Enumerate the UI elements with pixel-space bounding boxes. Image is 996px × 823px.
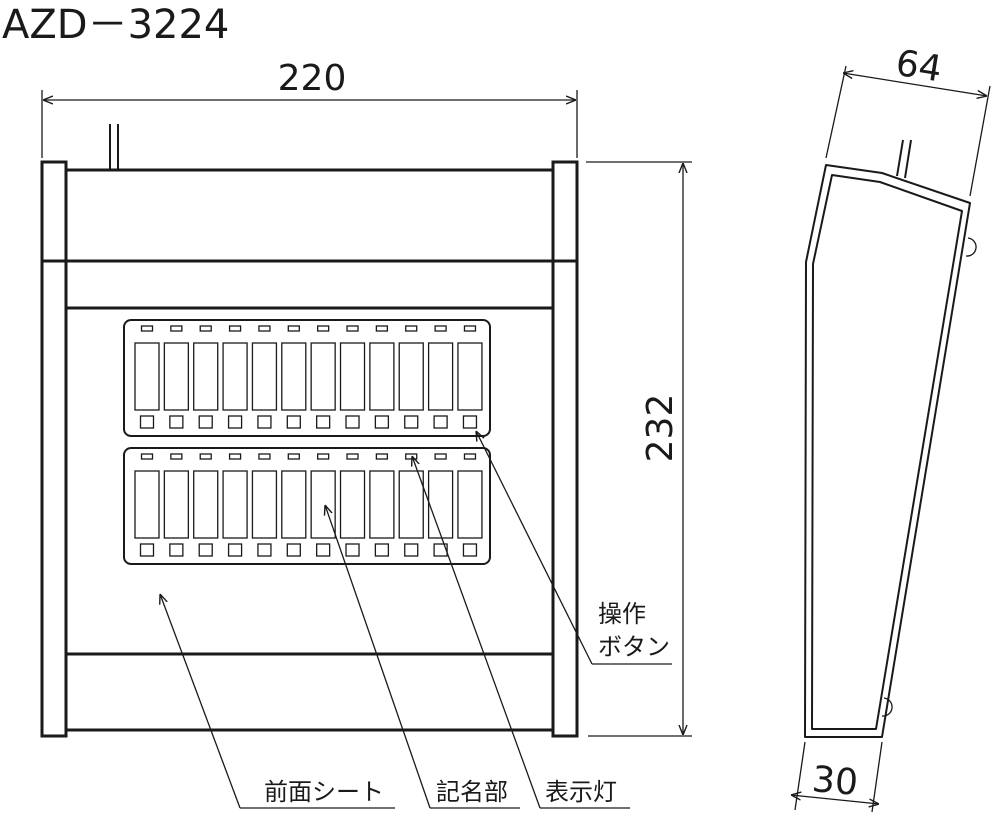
indicator-lamp — [287, 325, 300, 332]
indicator-lamp — [346, 325, 359, 332]
label-operation-button-1: 操作 — [598, 600, 646, 628]
name-slot — [457, 470, 483, 539]
callout-name-area: 記名部 — [325, 505, 520, 809]
label-front-sheet: 前面シート — [264, 778, 384, 806]
operation-button — [139, 415, 155, 429]
indicator-lamp — [258, 453, 271, 460]
indicator-lamp — [140, 453, 154, 460]
height-value: 232 — [640, 394, 681, 463]
name-slot — [310, 470, 336, 539]
name-slot — [281, 470, 307, 539]
operation-button — [345, 415, 360, 429]
indicator-lamp — [375, 453, 389, 460]
height-dimension: 232 — [586, 161, 692, 737]
operation-button — [404, 415, 419, 429]
name-slot — [281, 342, 307, 411]
operation-button — [227, 543, 243, 557]
operation-button — [198, 415, 213, 429]
callout-indicator-lamp: 表示灯 — [412, 456, 630, 809]
operation-button — [374, 415, 390, 429]
operation-button — [227, 415, 243, 429]
name-slot — [251, 342, 278, 411]
indicator-lamp — [199, 453, 212, 460]
operation-button — [257, 415, 272, 429]
indicator-lamp — [317, 325, 330, 332]
indicator-lamp — [199, 325, 212, 332]
name-slot — [369, 342, 395, 411]
name-slot — [222, 342, 248, 411]
operation-button — [433, 415, 448, 429]
operation-button — [462, 415, 478, 429]
name-slot — [427, 470, 454, 539]
indicator-lamp — [463, 453, 477, 460]
label-operation-button-2: ボタン — [598, 633, 670, 661]
side-view — [804, 139, 977, 738]
indicator-lamp — [287, 453, 300, 460]
name-slot — [398, 342, 424, 411]
callout-operation-button: 操作 ボタン — [476, 431, 672, 665]
indicator-lamp — [170, 325, 183, 332]
operation-button — [286, 415, 301, 429]
depth-top-dimension: 64 — [825, 43, 991, 197]
indicator-lamp — [434, 325, 447, 332]
name-slot — [163, 470, 190, 539]
depth-bottom-dimension: 30 — [791, 741, 883, 813]
indicator-lamp — [405, 453, 418, 460]
indicator-lamp — [228, 325, 242, 332]
indicator-lamp — [258, 325, 271, 332]
indicator-lamp — [140, 325, 154, 332]
right-side-post — [551, 160, 579, 738]
name-slot — [134, 342, 160, 411]
operation-button — [257, 543, 272, 557]
name-slot — [163, 342, 190, 411]
indicator-lamp — [375, 325, 389, 332]
indicator-lamp — [346, 453, 359, 460]
name-slot — [193, 470, 219, 539]
operation-button — [316, 543, 331, 557]
button-panel-row — [123, 319, 491, 437]
indicator-lamp — [434, 453, 447, 460]
name-slot — [134, 470, 160, 539]
model-title: AZD－3224 — [2, 2, 229, 48]
name-slot — [369, 470, 395, 539]
indicator-lamp — [317, 453, 330, 460]
operation-button — [169, 415, 184, 429]
name-slot — [193, 342, 219, 411]
front-view — [40, 124, 579, 738]
panel-frame — [123, 447, 491, 565]
indicator-lamp — [405, 325, 418, 332]
name-slot — [339, 342, 366, 411]
name-slot — [310, 342, 336, 411]
indicator-lamp — [463, 325, 477, 332]
panel-frame — [123, 319, 491, 437]
name-slot — [427, 342, 454, 411]
depth-bottom-value: 30 — [810, 759, 859, 804]
name-slot — [398, 470, 424, 539]
width-value: 220 — [278, 58, 347, 99]
name-slot — [457, 342, 483, 411]
width-dimension: 220 — [41, 58, 578, 158]
operation-button — [286, 543, 301, 557]
operation-button — [169, 543, 184, 557]
indicator-lamp — [228, 453, 242, 460]
button-panel-row — [123, 447, 491, 565]
name-slot — [339, 470, 366, 539]
callout-front-sheet: 前面シート — [160, 594, 395, 809]
name-slot — [251, 470, 278, 539]
operation-button — [198, 543, 213, 557]
label-indicator-lamp: 表示灯 — [545, 778, 617, 806]
operation-button — [316, 415, 331, 429]
indicator-lamp — [170, 453, 183, 460]
name-slot — [222, 470, 248, 539]
left-side-post — [40, 160, 68, 738]
operation-button — [345, 543, 360, 557]
label-name-area: 記名部 — [436, 778, 508, 806]
button-panels — [123, 319, 491, 565]
operation-button — [462, 543, 478, 557]
operation-button — [139, 543, 155, 557]
depth-top-value: 64 — [893, 43, 945, 91]
operation-button — [374, 543, 390, 557]
operation-button — [433, 543, 448, 557]
operation-button — [404, 543, 419, 557]
